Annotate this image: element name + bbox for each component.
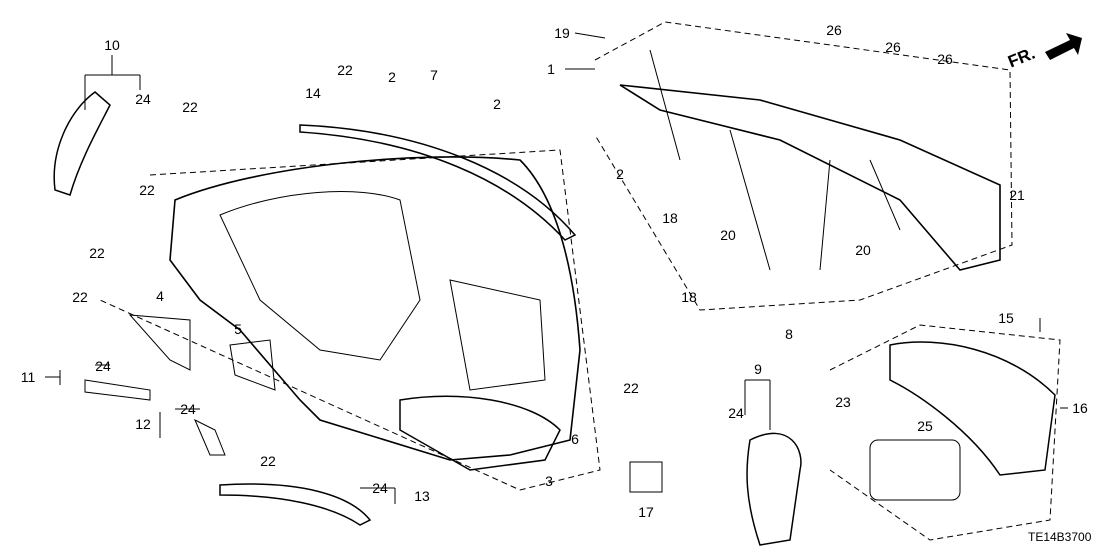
callout-9: 9: [754, 361, 762, 377]
callout-7: 7: [430, 67, 438, 83]
callout-12: 12: [135, 416, 151, 432]
callout-2: 2: [388, 69, 396, 85]
steering-hanger-beam: [619, 84, 1001, 271]
glove-box: [399, 395, 561, 471]
callout-22: 22: [182, 99, 198, 115]
callout-20: 20: [855, 242, 871, 258]
callout-22: 22: [89, 245, 105, 261]
callout-26: 26: [937, 51, 953, 67]
dashboard-group-box: [99, 149, 601, 491]
callout-24: 24: [728, 405, 744, 421]
callout-2: 2: [493, 96, 501, 112]
callout-1: 1: [547, 61, 555, 77]
callout-22: 22: [260, 453, 276, 469]
callout-14: 14: [305, 85, 321, 101]
callout-24: 24: [135, 91, 151, 107]
callout-24: 24: [372, 480, 388, 496]
callout-19: 19: [554, 25, 570, 41]
lower-trim: [219, 483, 372, 526]
diagram-code: TE14B3700: [1028, 530, 1092, 544]
callout-22: 22: [337, 62, 353, 78]
callout-6: 6: [571, 431, 579, 447]
airbag-module: [869, 439, 961, 501]
callout-3: 3: [545, 473, 553, 489]
callout-11: 11: [20, 369, 36, 385]
callout-22: 22: [623, 380, 639, 396]
front-arrow: [1045, 33, 1082, 60]
callout-24: 24: [95, 358, 111, 374]
callout-10: 10: [104, 37, 120, 53]
callout-25: 25: [917, 418, 933, 434]
callout-13: 13: [414, 488, 430, 504]
callout-20: 20: [720, 227, 736, 243]
trim-5: [229, 339, 276, 391]
trim-12: [194, 418, 226, 456]
airbag-group-box: [829, 324, 1061, 541]
callout-18: 18: [681, 289, 697, 305]
callout-15: 15: [998, 310, 1014, 326]
side-panel: [53, 91, 111, 196]
callout-26: 26: [826, 22, 842, 38]
callout-21: 21: [1009, 187, 1025, 203]
passenger-airbag-cover: [889, 341, 1056, 476]
trim-11: [84, 379, 151, 401]
callout-8: 8: [785, 326, 793, 342]
callout-24: 24: [180, 401, 196, 417]
label-17: [629, 461, 663, 493]
callout-22: 22: [139, 182, 155, 198]
instrument-panel: [169, 156, 581, 461]
callout-5: 5: [234, 321, 242, 337]
callout-2: 2: [616, 166, 624, 182]
callout-17: 17: [638, 504, 654, 520]
callout-4: 4: [156, 288, 164, 304]
frame-group-box: [594, 21, 1013, 311]
callout-16: 16: [1072, 400, 1088, 416]
callout-26: 26: [885, 39, 901, 55]
knee-panel: [746, 432, 802, 546]
callout-18: 18: [662, 210, 678, 226]
top-trim-strip: [299, 124, 577, 241]
callout-22: 22: [72, 289, 88, 305]
callout-23: 23: [835, 394, 851, 410]
trim-4: [128, 314, 191, 371]
